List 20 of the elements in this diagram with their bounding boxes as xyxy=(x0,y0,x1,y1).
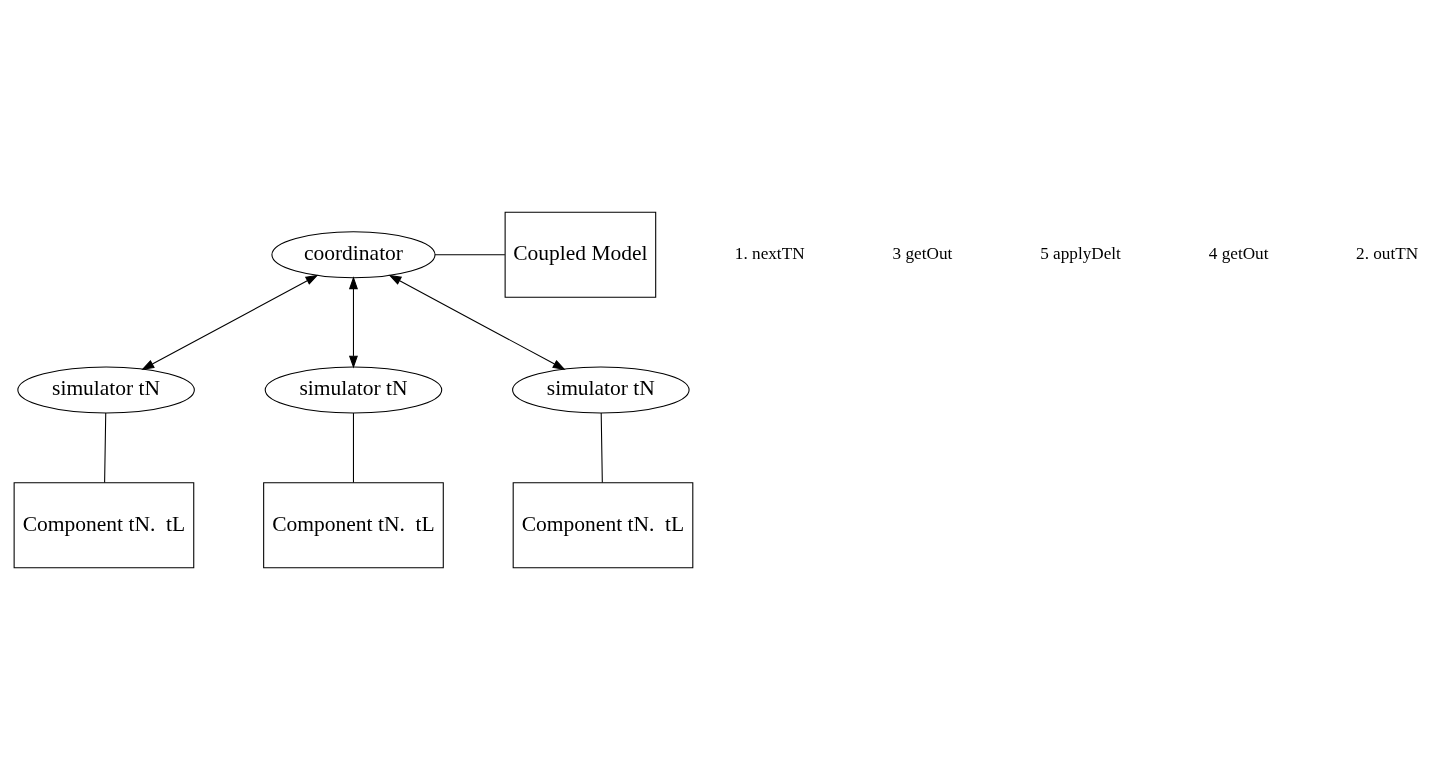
arrow xyxy=(388,274,566,370)
node-box: Component tN. tL xyxy=(262,481,444,568)
label: 1. nextTN xyxy=(734,243,805,263)
node-ellipse: simulator tN xyxy=(264,365,442,414)
connector xyxy=(434,253,505,255)
arrow xyxy=(348,275,358,369)
node-box: Coupled Model xyxy=(504,211,656,298)
arrow xyxy=(140,274,318,370)
connector xyxy=(352,412,354,483)
label: 3 getOut xyxy=(892,243,952,263)
label: 4 getOut xyxy=(1208,243,1268,263)
node-ellipse: coordinator xyxy=(270,230,436,278)
node-box: Component tN. tL xyxy=(512,481,693,568)
node-ellipse: simulator tN xyxy=(16,365,195,414)
node-ellipse: simulator tN xyxy=(511,365,690,414)
connector xyxy=(600,412,603,483)
label: 2. outTN xyxy=(1355,243,1418,263)
node-box: Component tN. tL xyxy=(13,481,194,568)
connector xyxy=(103,412,106,483)
label: 5 applyDelt xyxy=(1039,243,1121,263)
